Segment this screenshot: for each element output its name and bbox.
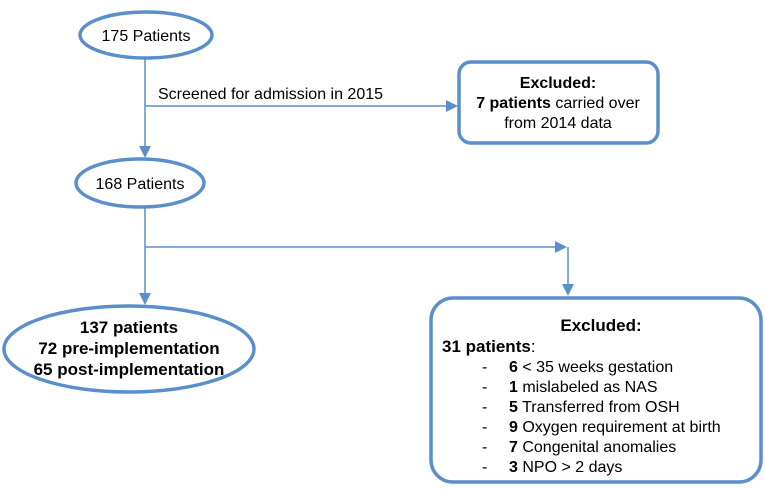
arrowhead-branch bbox=[555, 241, 567, 253]
list-item: - 6 < 35 weeks gestation bbox=[482, 359, 673, 376]
node-137-patients: 137 patients 72 pre-implementation 65 po… bbox=[2, 304, 256, 394]
list-dash: - bbox=[482, 379, 487, 396]
list-desc: < 35 weeks gestation bbox=[518, 359, 673, 376]
list-desc: Transferred from OSH bbox=[518, 399, 680, 416]
list-dash: - bbox=[482, 399, 487, 416]
screened-label: Screened for admission in 2015 bbox=[158, 86, 383, 103]
list-item: - 3 NPO > 2 days bbox=[482, 459, 622, 476]
list-num: 5 bbox=[509, 399, 518, 416]
list-num: 9 bbox=[509, 419, 518, 436]
list-num: 7 bbox=[509, 439, 518, 456]
node-168-ellipse bbox=[74, 157, 206, 209]
excluded-box-2-frame bbox=[429, 296, 763, 484]
list-desc: Congenital anomalies bbox=[518, 439, 676, 456]
list-desc: mislabeled as NAS bbox=[518, 379, 658, 396]
arrowhead-137 bbox=[139, 293, 151, 305]
list-item: - 5 Transferred from OSH bbox=[482, 399, 680, 416]
exclusion-list: - 6 < 35 weeks gestation - 1 mislabeled … bbox=[482, 359, 721, 476]
list-desc: NPO > 2 days bbox=[518, 459, 623, 476]
list-item: - 7 Congenital anomalies bbox=[482, 439, 676, 456]
list-text: 7 Congenital anomalies bbox=[509, 439, 676, 456]
excluded-box-2-count: 31 patients bbox=[442, 337, 531, 356]
list-dash: - bbox=[482, 359, 487, 376]
list-text: 6 < 35 weeks gestation bbox=[509, 359, 673, 376]
excluded-box-1-rest: carried over bbox=[551, 95, 641, 112]
list-text: 1 mislabeled as NAS bbox=[509, 379, 658, 396]
node-137-line1: 137 patients bbox=[80, 318, 178, 337]
connectors bbox=[139, 58, 574, 305]
list-num: 6 bbox=[509, 359, 518, 376]
list-text: 3 NPO > 2 days bbox=[509, 459, 622, 476]
list-dash: - bbox=[482, 459, 487, 476]
arrowhead-excl2 bbox=[562, 284, 574, 296]
list-item: - 9 Oxygen requirement at birth bbox=[482, 419, 721, 436]
node-137-line2: 72 pre-implementation bbox=[38, 339, 219, 358]
node-175-patients: 175 Patients bbox=[78, 10, 214, 60]
arrowhead-excl1 bbox=[446, 100, 458, 112]
list-dash: - bbox=[482, 439, 487, 456]
list-dash: - bbox=[482, 419, 487, 436]
arrowhead-168 bbox=[139, 146, 151, 158]
list-num: 1 bbox=[509, 379, 518, 396]
excluded-box-1-count: 7 patients bbox=[476, 95, 551, 112]
node-175-label: 175 Patients bbox=[102, 28, 191, 45]
node-168-patients: 168 Patients bbox=[74, 157, 206, 209]
list-text: 9 Oxygen requirement at birth bbox=[509, 419, 721, 436]
list-text: 5 Transferred from OSH bbox=[509, 399, 680, 416]
excluded-box-1-line2: from 2014 data bbox=[504, 115, 612, 132]
node-137-ellipse bbox=[2, 304, 256, 394]
excluded-box-2-title: Excluded: bbox=[560, 316, 641, 335]
node-168-label: 168 Patients bbox=[96, 176, 185, 193]
excluded-box-1-title: Excluded: bbox=[520, 75, 596, 92]
node-175-ellipse bbox=[78, 10, 214, 60]
excluded-box-2-colon: : bbox=[531, 337, 536, 356]
list-desc: Oxygen requirement at birth bbox=[518, 419, 721, 436]
excluded-box-2: Excluded: 31 patients: - 6 < 35 weeks ge… bbox=[429, 296, 763, 484]
node-137-line3: 65 post-implementation bbox=[34, 360, 225, 379]
list-item: - 1 mislabeled as NAS bbox=[482, 379, 658, 396]
excluded-box-1-frame bbox=[457, 60, 660, 145]
list-num: 3 bbox=[509, 459, 518, 476]
excluded-box-1: Excluded: 7 patients carried over from 2… bbox=[457, 60, 660, 145]
excluded-box-2-count-line: 31 patients: bbox=[442, 337, 536, 356]
excluded-box-1-line1: 7 patients carried over bbox=[476, 95, 640, 112]
